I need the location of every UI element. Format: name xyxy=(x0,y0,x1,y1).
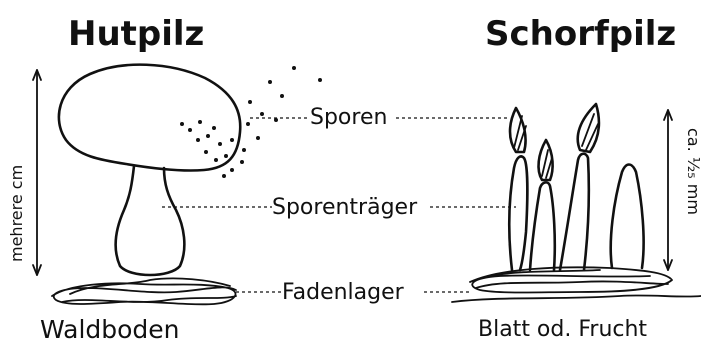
mushroom-mycelium xyxy=(52,278,236,304)
mushroom-stem xyxy=(116,166,185,275)
label-fadenlager: Fadenlager xyxy=(282,280,405,305)
size-label-right: ca. ¹⁄₂₅ mm xyxy=(684,128,701,215)
title-hutpilz: Hutpilz xyxy=(68,14,204,54)
label-sporentraeger: Sporenträger xyxy=(272,195,418,220)
mushroom-spore-dots xyxy=(180,120,234,162)
size-label-left: mehrere cm xyxy=(7,165,26,262)
size-arrow-left xyxy=(33,70,41,275)
label-sporen: Sporen xyxy=(310,105,387,130)
title-schorfpilz: Schorfpilz xyxy=(485,14,676,54)
substrate-label-right: Blatt od. Frucht xyxy=(478,317,647,342)
substrate-label-left: Waldboden xyxy=(40,315,180,344)
flying-spore-dots xyxy=(222,66,322,178)
size-arrow-right xyxy=(664,110,672,270)
mushroom-cap xyxy=(59,65,240,171)
mushroom-illustration xyxy=(52,65,322,305)
leaf-surface xyxy=(452,295,701,302)
scab-mycelium xyxy=(470,267,672,292)
scab-fungus-illustration xyxy=(452,104,701,302)
